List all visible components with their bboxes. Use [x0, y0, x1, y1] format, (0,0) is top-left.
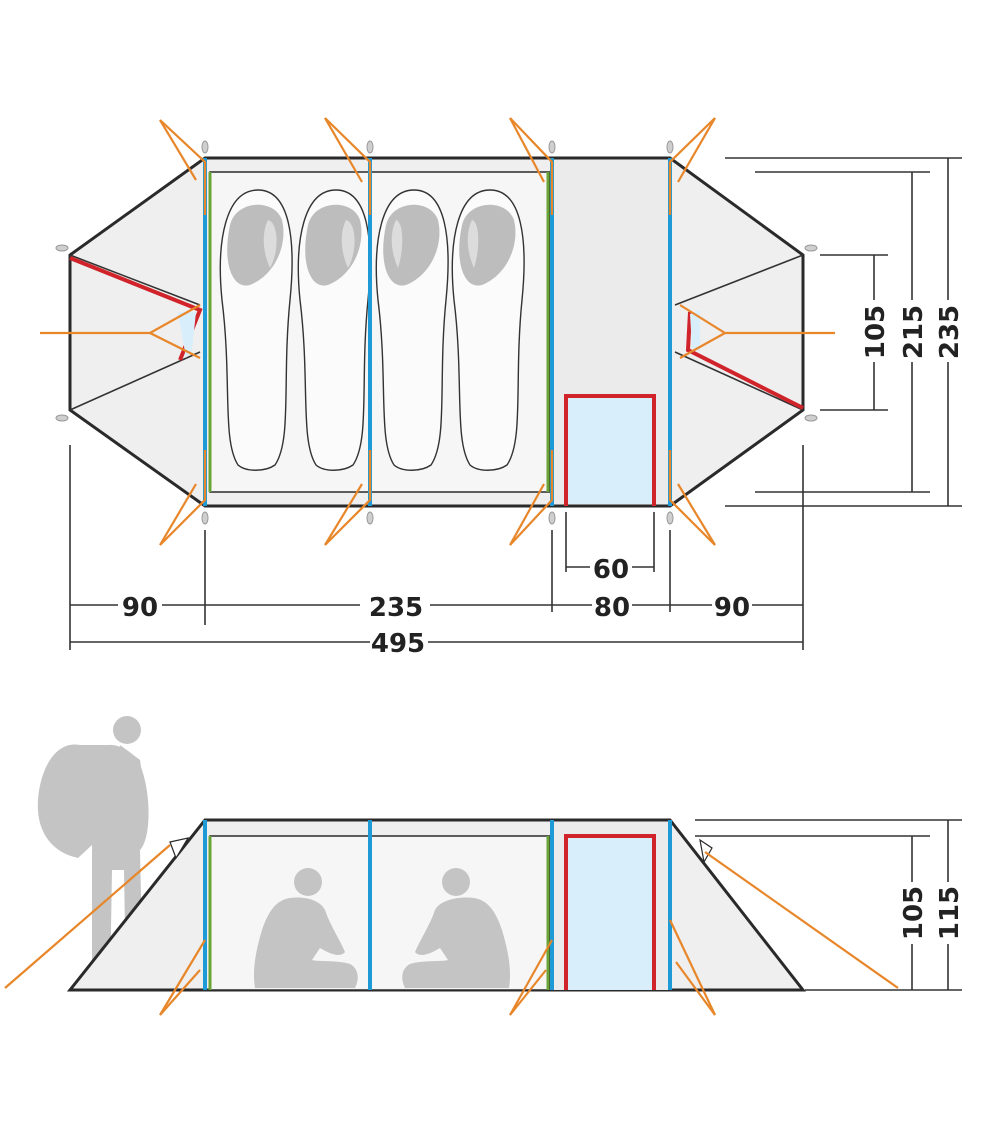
- dim-door-width: 60: [593, 555, 629, 585]
- top-guy-lines: [40, 117, 835, 546]
- top-vertical-dimensions: [725, 157, 962, 507]
- top-horizontal-dimensions: [69, 445, 804, 650]
- sleeping-bags: [219, 189, 525, 471]
- seated-person-right: [402, 868, 511, 988]
- sleeping-bag-2-hood-shine: [341, 220, 355, 268]
- top-door-mesh: [566, 396, 654, 504]
- top-pegs: [55, 140, 818, 525]
- side-vertical-dimensions: [695, 819, 962, 991]
- dim-side-total-height: 115: [935, 886, 965, 940]
- right-vestibule-seam-bottom: [674, 351, 804, 411]
- side-vent-left: [169, 837, 190, 860]
- dim-total-width: 235: [935, 305, 965, 359]
- left-vestibule-seam-top: [69, 254, 201, 306]
- dim-front-room: 80: [594, 593, 630, 623]
- right-vestibule-seam-top: [674, 254, 804, 306]
- dim-total-length: 495: [371, 629, 425, 659]
- top-view: 60 90 235 80 90 495 105 215 235: [40, 117, 965, 659]
- left-vestibule-seam-bottom: [69, 351, 201, 411]
- dim-left-vestibule: 90: [122, 593, 158, 623]
- dim-right-vestibule: 90: [714, 593, 750, 623]
- side-guy-lines: [4, 844, 899, 1016]
- dim-inner-width: 215: [899, 305, 929, 359]
- dim-inner-tent: 235: [369, 593, 423, 623]
- sleeping-bag-4-hood-shine: [467, 220, 479, 268]
- right-end-window: [690, 310, 700, 352]
- right-end-door: [685, 311, 804, 410]
- side-view: 105 115: [4, 716, 965, 1016]
- top-door-frame: [564, 394, 656, 506]
- sleeping-bag-1-hood-shine: [263, 220, 277, 268]
- dim-side-inner-height: 105: [899, 886, 929, 940]
- dim-end-height: 105: [861, 305, 891, 359]
- seated-person-left: [253, 868, 358, 988]
- side-door-mesh: [566, 836, 654, 990]
- left-end-window: [178, 312, 196, 358]
- hiker-silhouette: [37, 716, 149, 990]
- side-door-frame: [564, 834, 656, 990]
- sleeping-bag-3-hood-shine: [391, 220, 403, 268]
